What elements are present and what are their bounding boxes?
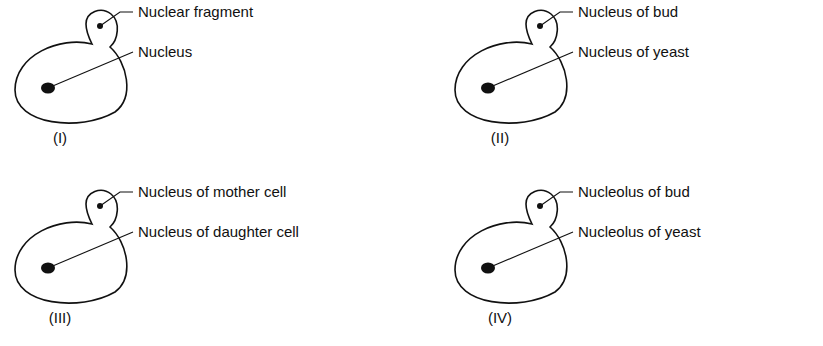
panel-numeral: (I) xyxy=(53,129,67,147)
leader-label: Nucleolus of bud xyxy=(578,183,690,201)
leader-label: Nucleus xyxy=(138,43,192,61)
leader-label: Nucleolus of yeast xyxy=(578,223,701,241)
panel-numeral: (II) xyxy=(491,129,509,147)
panel-numeral: (III) xyxy=(49,309,72,327)
leader-label: Nucleus of mother cell xyxy=(138,183,286,201)
budding-yeast-cell xyxy=(455,190,573,303)
budding-yeast-cell xyxy=(15,190,133,303)
budding-yeast-cell xyxy=(455,10,573,123)
leader-label: Nucleus of daughter cell xyxy=(138,223,299,241)
panel-numeral: (IV) xyxy=(488,309,512,327)
leader-label: Nuclear fragment xyxy=(138,3,253,21)
budding-yeast-cell xyxy=(15,10,133,123)
leader-label: Nucleus of bud xyxy=(578,3,678,21)
leader-label: Nucleus of yeast xyxy=(578,43,689,61)
